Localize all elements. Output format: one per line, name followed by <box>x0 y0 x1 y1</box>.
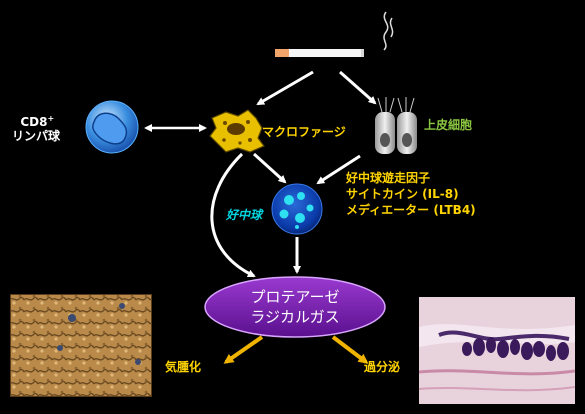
smoke-icon <box>383 11 394 51</box>
arrow-smoke-to-macrophage <box>256 70 314 106</box>
chemo-line-1: 好中球遊走因子 <box>346 171 431 185</box>
chemo-line-2: サイトカイン (IL-8) <box>346 187 459 201</box>
lymphocyte-label: リンパ球 <box>12 129 61 143</box>
chemo-line-3: メディエーター (LTB4) <box>346 203 476 217</box>
arrow-epithelium-to-neutrophil <box>316 154 361 185</box>
emphysema-label: 気腫化 <box>165 360 202 374</box>
cd8-label-main: CD8 <box>20 115 48 129</box>
protease-line-1: プロテアーゼ <box>250 288 340 306</box>
protease-radical-ellipse <box>204 276 386 338</box>
cd8-label-sup: + <box>47 114 55 123</box>
arrow-to-hypersecretion <box>331 335 369 364</box>
cigarette-icon <box>275 49 364 57</box>
arrow-smoke-to-epithelium <box>339 70 377 105</box>
arrow-macrophage-to-neutrophil <box>252 152 287 184</box>
protease-label: プロテアーゼ ラジカルガス <box>205 277 385 337</box>
macrophage-label: マクロファージ <box>262 125 346 139</box>
chemotactic-factors-label: 好中球遊走因子 サイトカイン (IL-8) メディエーター (LTB4) <box>346 170 476 218</box>
epithelial-label: 上皮細胞 <box>424 118 473 132</box>
neutrophil-icon <box>271 183 323 235</box>
neutrophil-label: 好中球 <box>226 208 263 222</box>
macrophage-icon <box>209 109 265 153</box>
arrow-macrophage-to-protease <box>210 152 256 278</box>
hypersecretion-histology-photo <box>419 297 575 404</box>
epithelial-cells-icon <box>375 97 417 154</box>
arrow-to-emphysema <box>223 335 264 364</box>
lymphocyte-icon <box>85 100 139 154</box>
hypersecretion-label: 過分泌 <box>364 360 401 374</box>
protease-line-2: ラジカルガス <box>250 308 340 326</box>
cd8-lymphocyte-label: CD8+ リンパ球 <box>12 112 60 143</box>
emphysema-tissue-photo <box>10 294 152 397</box>
